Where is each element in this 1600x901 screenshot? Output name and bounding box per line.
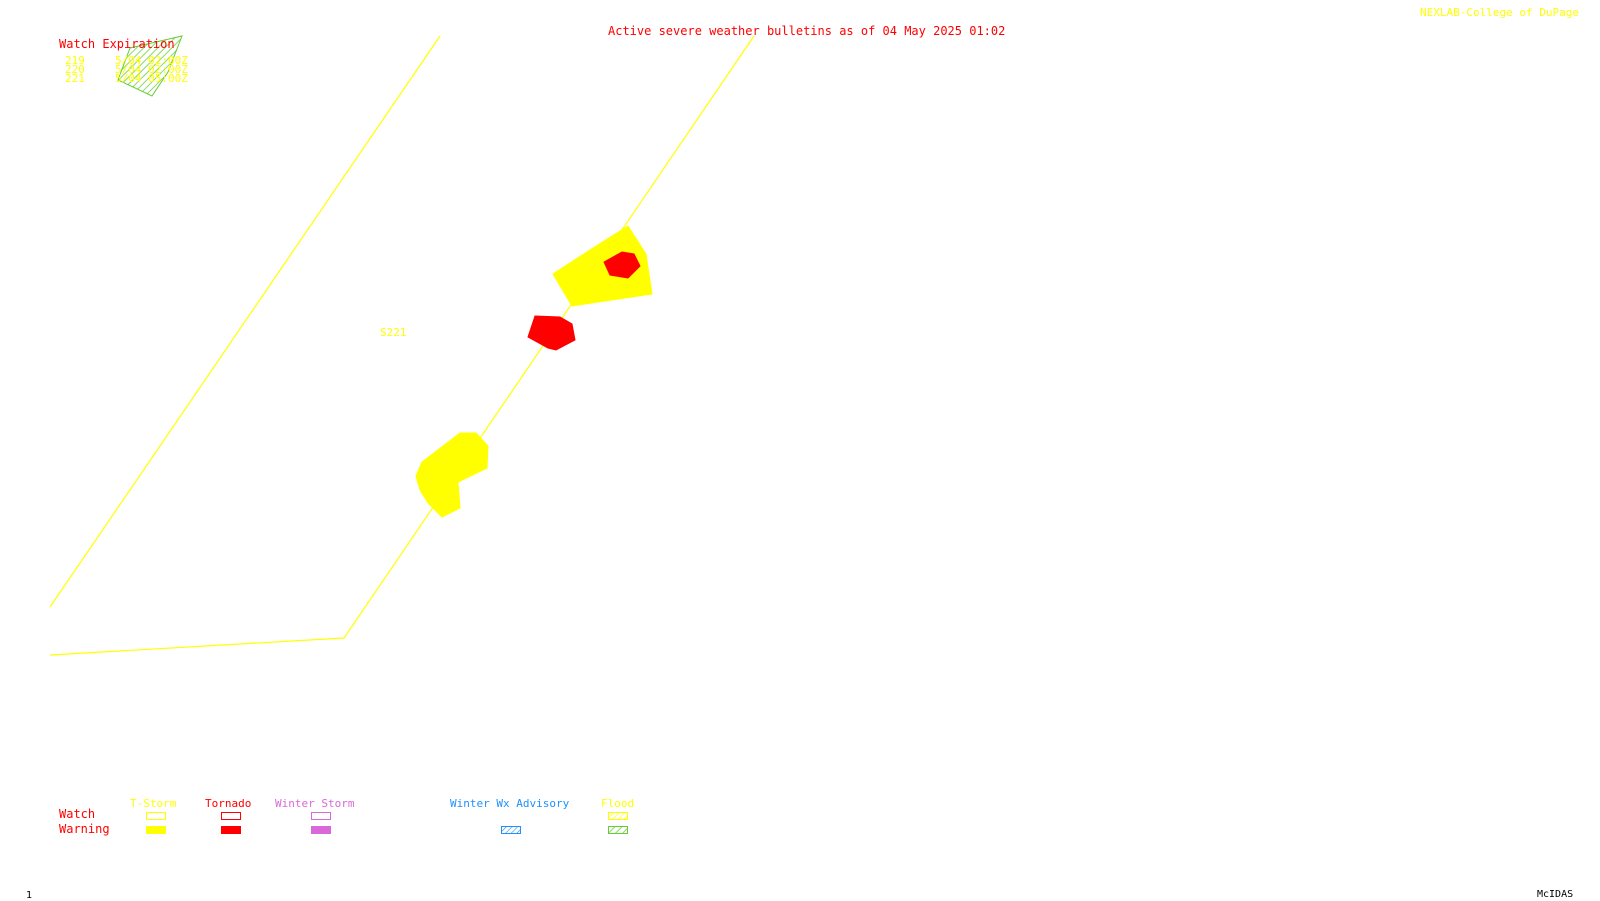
watch-id: 219: [65, 54, 85, 67]
legend-header-tstorm: T-Storm: [130, 797, 177, 810]
legend-header-winter-storm: Winter Storm: [275, 797, 355, 810]
watch-outline-s221-east: [49, 35, 755, 656]
watch-id: 221: [65, 72, 85, 85]
legend-swatch-winter-storm-warning: [311, 826, 331, 834]
watch-expiry-time: 5/04 02:00Z: [115, 63, 188, 76]
legend-swatch-tstorm-watch: [146, 812, 166, 820]
watch-expiry-time: 5/04 02:00Z: [115, 54, 188, 67]
watch-label-s221: S221: [380, 326, 407, 339]
frame-number: 1: [26, 890, 33, 901]
flood-warning-polygon: [117, 35, 183, 97]
software-label: McIDAS: [1537, 889, 1574, 900]
legend-swatch-flood-warning: [608, 826, 628, 834]
watch-expiry-time: 5/04 05:00Z: [115, 72, 188, 85]
watch-expiration-row: 220 5/04 02:00Z: [65, 64, 188, 75]
tornado-warning-polygon-south: [527, 315, 576, 351]
watch-expiration-row: 221 5/04 05:00Z: [65, 73, 188, 84]
legend-row-watch: Watch: [59, 807, 96, 821]
legend-swatch-tornado-warning: [221, 826, 241, 834]
legend-swatch-winter-advisory: [501, 826, 521, 834]
watch-outline-s221: [49, 35, 441, 608]
tstorm-warning-polygon-north: [552, 225, 653, 307]
tornado-warning-polygon-north: [603, 251, 641, 279]
watch-id: 220: [65, 63, 85, 76]
legend-swatch-tstorm-warning: [146, 826, 166, 834]
legend-header-winter-advisory: Winter Wx Advisory: [450, 797, 570, 810]
tstorm-warning-polygon-south: [415, 432, 489, 518]
legend-header-tornado: Tornado: [205, 797, 252, 810]
legend-row-warning: Warning: [59, 822, 110, 836]
watch-expiration-row: 219 5/04 02:00Z: [65, 55, 188, 66]
credit-label: NEXLAB-College of DuPage: [1420, 6, 1579, 19]
legend-swatch-winter-storm-watch: [311, 812, 331, 820]
bulletin-title: Active severe weather bulletins as of 04…: [608, 24, 1006, 38]
legend-swatch-tornado-watch: [221, 812, 241, 820]
legend-header-flood: Flood: [601, 797, 635, 810]
watch-expiration-heading: Watch Expiration: [59, 37, 175, 51]
legend-swatch-flood-watch: [608, 812, 628, 820]
